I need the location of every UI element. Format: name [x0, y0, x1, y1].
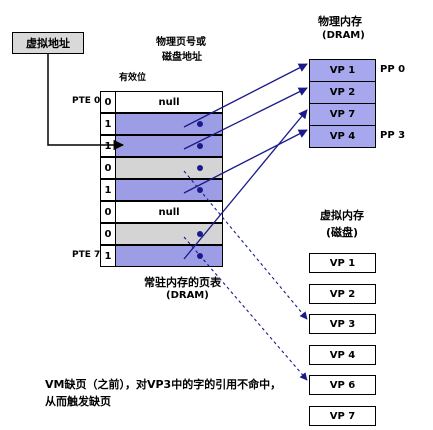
pte-entry — [115, 113, 223, 135]
pte-entry — [115, 223, 223, 245]
ppn-header-line1: 物理页号或 — [156, 37, 206, 48]
disk-page: VP 7 — [309, 406, 376, 426]
note-line2: 从而触发缺页 — [45, 395, 111, 408]
arrow-pte7-pp2 — [183, 109, 308, 260]
pte-label: PTE 0 — [72, 96, 101, 106]
disk-page: VP 3 — [309, 314, 376, 334]
physical-page-number: PP 3 — [380, 130, 406, 141]
arrow-pte2-pp1 — [183, 87, 308, 150]
pte-entry — [115, 157, 223, 179]
disk-page: VP 2 — [309, 284, 376, 304]
physical-memory-title-line1: 物理内存 — [318, 15, 362, 28]
note-line1: VM缺页（之前），对VP3中的字的引用不命中， — [45, 378, 282, 391]
ppn-header-line2: 磁盘地址 — [162, 52, 202, 63]
pointer-dot — [197, 165, 203, 171]
virtual-address-box: 虚拟地址 — [12, 32, 84, 54]
arrow-pte6-vp6 — [183, 236, 308, 381]
pte-content: null — [158, 96, 180, 108]
arrow-pte4-pp3 — [183, 129, 308, 194]
page-table-caption-line2: (DRAM) — [166, 290, 209, 301]
virtual-address-arrow — [47, 54, 125, 151]
pte-valid-bit: 0 — [100, 201, 116, 223]
valid-header: 有效位 — [119, 73, 147, 83]
physical-page-number: PP 0 — [380, 64, 406, 75]
pointer-dot — [197, 143, 203, 149]
disk-page: VP 6 — [309, 375, 376, 395]
arrow-pte1-pp0 — [183, 63, 308, 128]
virtual-memory-title-line1: 虚拟内存 — [320, 209, 364, 222]
arrow-pte3-vp3 — [183, 170, 308, 320]
physical-memory-title-line2: (DRAM) — [322, 30, 365, 41]
disk-page: VP 1 — [309, 253, 376, 273]
pointer-dot — [197, 121, 203, 127]
virtual-memory-title-line2: (磁盘) — [326, 226, 359, 239]
pte-label: PTE 7 — [72, 250, 101, 260]
pointer-dot — [197, 231, 203, 237]
physical-page: VP 4 — [309, 125, 376, 148]
pte-entry: null — [115, 91, 223, 113]
page-table-caption-line1: 常驻内存的页表 — [144, 276, 221, 289]
pte-content: null — [158, 206, 180, 218]
disk-page: VP 4 — [309, 345, 376, 365]
virtual-address-label: 虚拟地址 — [26, 37, 70, 50]
virtual-memory: VP 1 VP 2 VP 3 VP 4 VP 6 VP 7 — [309, 253, 376, 429]
